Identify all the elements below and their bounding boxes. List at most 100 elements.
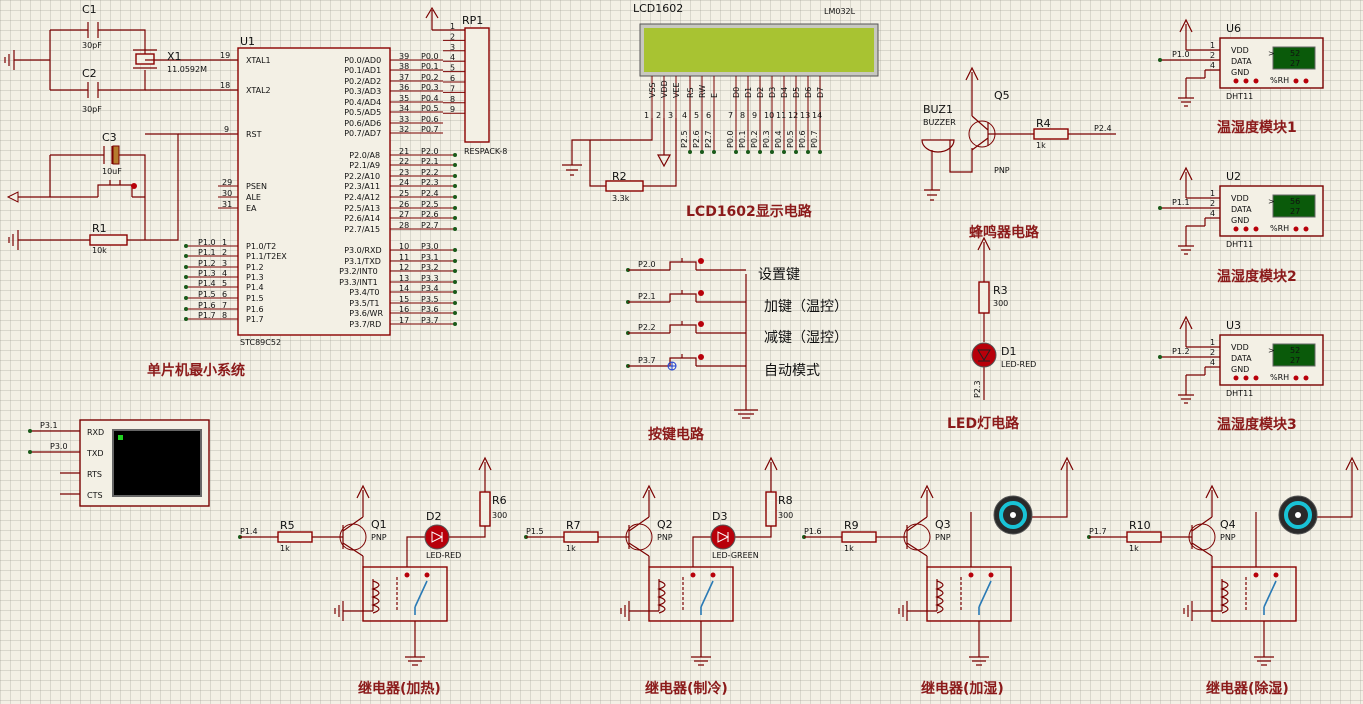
relay-led-resistor bbox=[479, 491, 491, 527]
mcu-pin-name: ALE bbox=[246, 193, 261, 202]
key-net-label: P2.2 bbox=[638, 323, 656, 332]
dht-rh: %RH bbox=[1270, 373, 1289, 382]
mcu-pin-name: P2.2/A10 bbox=[344, 172, 380, 181]
relay-resistor-value: 1k bbox=[844, 544, 854, 553]
lcd-pin-name: D1 bbox=[744, 87, 753, 98]
dht-gnd: GND bbox=[1231, 68, 1249, 77]
lcd-net-label: P0.6 bbox=[798, 130, 807, 148]
dht-pin-num: 2 bbox=[1210, 199, 1215, 208]
relay-transistor-type: PNP bbox=[1220, 533, 1236, 542]
mcu-pin-num: 36 bbox=[399, 83, 409, 92]
mcu-pin-num: 8 bbox=[222, 311, 227, 320]
relay-coil-box bbox=[1211, 566, 1297, 622]
mcu-pin-name: P1.1/T2EX bbox=[246, 252, 287, 261]
dht-ref: U2 bbox=[1226, 170, 1241, 183]
reset-button bbox=[97, 180, 133, 197]
relay-coil-box bbox=[648, 566, 734, 622]
section-title-lcd: LCD1602显示电路 bbox=[686, 203, 813, 220]
mcu-pin-name: P2.4/A12 bbox=[344, 193, 380, 202]
mcu-ref: U1 bbox=[240, 35, 255, 48]
dht-net-label: P1.2 bbox=[1172, 347, 1190, 356]
mcu-pin-name: P0.7/AD7 bbox=[344, 129, 381, 138]
dht-arrow: > bbox=[1268, 49, 1275, 58]
lcd-pin-num: 10 bbox=[764, 111, 774, 120]
dht-pin-num: 1 bbox=[1210, 189, 1215, 198]
mcu-pin-num: 12 bbox=[399, 263, 409, 272]
mcu-net-label: P2.2 bbox=[421, 168, 439, 177]
mcu-pin-name: P2.6/A14 bbox=[344, 214, 380, 223]
mcu-pin-num: 15 bbox=[399, 295, 409, 304]
r4-label: R4 bbox=[1036, 117, 1051, 130]
mcu-pin-num: 6 bbox=[222, 290, 227, 299]
c2-value: 30pF bbox=[82, 105, 102, 114]
relay-resistor-value: 1k bbox=[1129, 544, 1139, 553]
relay-resistor-label: R9 bbox=[844, 519, 859, 532]
lcd-pin-name: D6 bbox=[804, 87, 813, 98]
x1-label: X1 bbox=[167, 50, 182, 63]
mcu-net-label: P0.7 bbox=[421, 125, 439, 134]
lcd-pin-name: VSS bbox=[648, 82, 657, 98]
section-title-buzzer: 蜂鸣器电路 bbox=[969, 224, 1040, 241]
section-title-keys: 按键电路 bbox=[648, 426, 705, 443]
mcu-pin-num: 4 bbox=[222, 269, 227, 278]
relay-resistor-label: R10 bbox=[1129, 519, 1151, 532]
mcu-net-label: P0.2 bbox=[421, 73, 439, 82]
relay-led-resistor-label: R8 bbox=[778, 494, 793, 507]
mcu-pin-name: P0.5/AD5 bbox=[344, 108, 381, 117]
mcu-net-label: P2.1 bbox=[421, 157, 439, 166]
mcu-pin-num: 7 bbox=[222, 301, 227, 310]
mcu-pin-name: P2.0/A8 bbox=[349, 151, 380, 160]
mcu-net-label: P3.7 bbox=[421, 316, 439, 325]
dht-data: DATA bbox=[1231, 205, 1252, 214]
dht-part: DHT11 bbox=[1226, 240, 1253, 249]
mcu-pin-num: 3 bbox=[222, 259, 227, 268]
lcd-net-label: P0.5 bbox=[786, 130, 795, 148]
mcu-pin-name: P2.7/A15 bbox=[344, 225, 380, 234]
lcd-pin-num: 1 bbox=[644, 111, 649, 120]
d1-label: D1 bbox=[1001, 345, 1016, 358]
mcu-pin-num: 29 bbox=[222, 178, 232, 187]
mcu-pin-name: P0.2/AD2 bbox=[344, 77, 381, 86]
mcu-pin-name: P1.4 bbox=[246, 283, 264, 292]
mcu-pin-name: P1.3 bbox=[246, 273, 264, 282]
terminal-cts: CTS bbox=[87, 491, 103, 500]
section-title-mcu: 单片机最小系统 bbox=[147, 362, 245, 379]
mcu-pin-num: 1 bbox=[222, 238, 227, 247]
mcu-pin-num: 26 bbox=[399, 200, 409, 209]
mcu-net-label: P3.1 bbox=[421, 253, 439, 262]
rp1-pin-num: 9 bbox=[450, 105, 455, 114]
resistor-r3 bbox=[978, 281, 990, 314]
relay-coil-box bbox=[362, 566, 448, 622]
mcu-pin-num: 22 bbox=[399, 157, 409, 166]
terminal-rts: RTS bbox=[87, 470, 102, 479]
mcu-pin-name: P1.5 bbox=[246, 294, 264, 303]
r1-label: R1 bbox=[92, 222, 107, 235]
mcu-net-label: P3.3 bbox=[421, 274, 439, 283]
section-title-relay1: 继电器(加热) bbox=[358, 680, 441, 697]
lcd-pin-num: 7 bbox=[728, 111, 733, 120]
rp1-pin-num: 2 bbox=[450, 32, 455, 41]
mcu-pin-name: P2.1/A9 bbox=[349, 161, 380, 170]
mcu-net-label: P2.5 bbox=[421, 200, 439, 209]
mcu-pin-num: 23 bbox=[399, 168, 409, 177]
mcu-pin-name: P0.3/AD3 bbox=[344, 87, 381, 96]
terminal-screen bbox=[112, 429, 202, 497]
mcu-pin-num: 33 bbox=[399, 115, 409, 124]
x1-value: 11.0592M bbox=[167, 65, 207, 74]
rp1-pin-num: 3 bbox=[450, 43, 455, 52]
c1-label: C1 bbox=[82, 3, 97, 16]
dht-net-label: P1.0 bbox=[1172, 50, 1190, 59]
mcu-left-pins: XTAL1XTAL2RSTPSEN29ALE30EA31P1.0/T21P1.0… bbox=[184, 56, 287, 324]
mcu-net-label: P1.3 bbox=[198, 269, 216, 278]
mcu-net-label: P1.4 bbox=[198, 279, 216, 288]
lcd-pin-num: 6 bbox=[706, 111, 711, 120]
lcd-screen bbox=[644, 28, 874, 72]
mcu-net-label: P1.7 bbox=[198, 311, 216, 320]
dht-vdd: VDD bbox=[1231, 46, 1249, 55]
dht-modules: U65227>VDDDATAGND%RHDHT11P1.0124U25627>V… bbox=[1158, 18, 1324, 404]
c2-label: C2 bbox=[82, 67, 97, 80]
lcd-pin-name: D7 bbox=[816, 87, 825, 98]
